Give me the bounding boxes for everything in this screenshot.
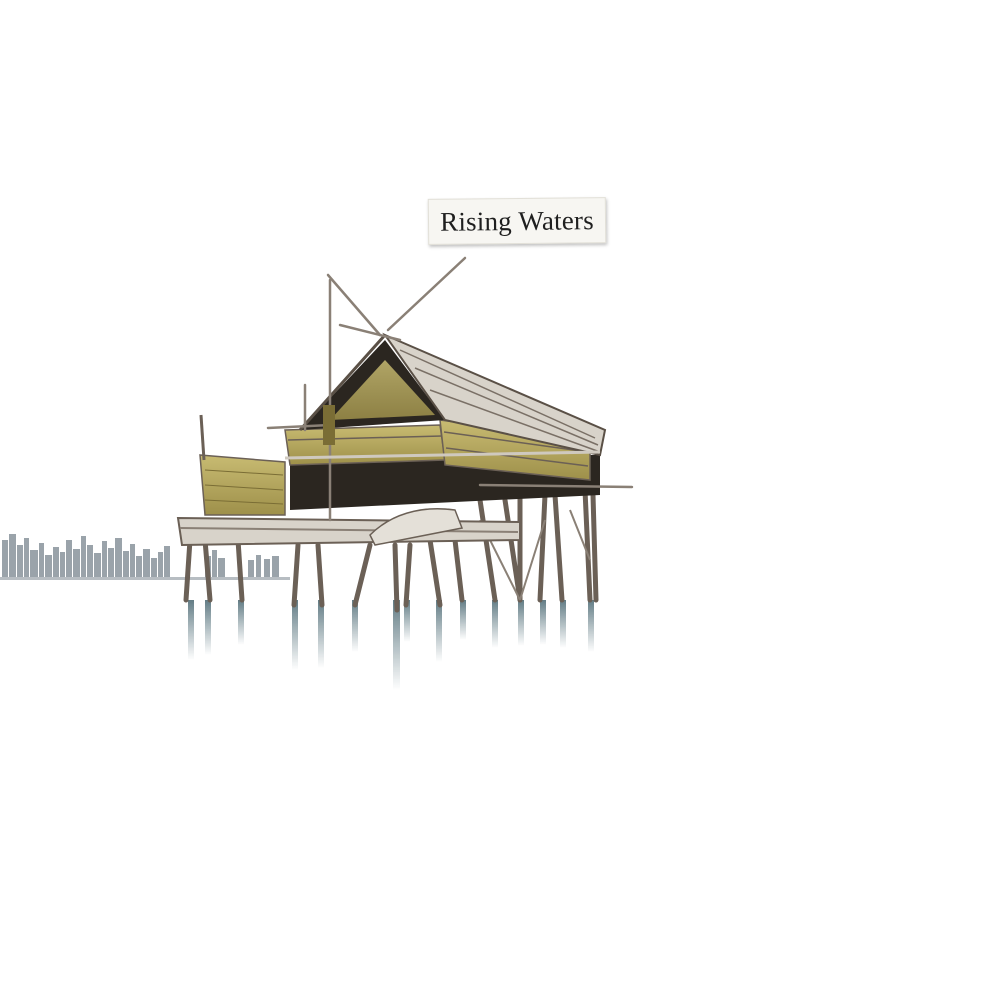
stilt-house-illustration [176,256,634,690]
page-title: Rising Waters [439,204,594,237]
city-skyline-illustration [0,534,290,580]
title-label-tag: Rising Waters [427,197,607,245]
